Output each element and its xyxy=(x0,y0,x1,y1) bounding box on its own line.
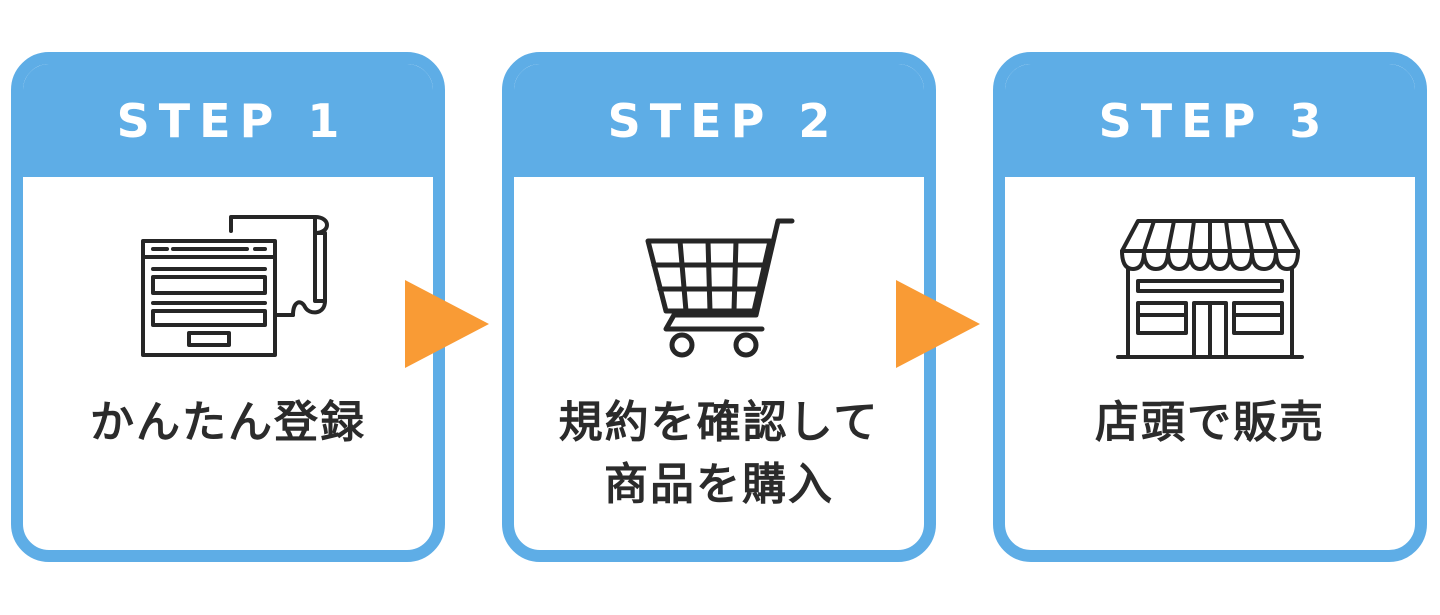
arrow-right-icon xyxy=(896,280,980,368)
step-label-line: かんたん登録 xyxy=(90,397,366,448)
step-label: 店頭で販売 xyxy=(1005,392,1415,454)
step-label: かんたん登録 xyxy=(23,392,433,454)
step-label-line: 規約を確認して xyxy=(558,397,880,448)
arrow-right-icon xyxy=(405,280,489,368)
step-heading: STEP 3 xyxy=(1005,64,1415,177)
step-heading: STEP 2 xyxy=(514,64,924,177)
step-card-1: STEP 1 かんたん登録 xyxy=(11,52,445,562)
step-label: 規約を確認して 商品を購入 xyxy=(514,392,924,516)
step-card-2: STEP 2 規約を確認して 商品を購入 xyxy=(502,52,936,562)
step-heading: STEP 1 xyxy=(23,64,433,177)
shopping-cart-icon xyxy=(514,211,924,371)
step-label-line: 商品を購入 xyxy=(604,459,834,510)
step-card-3: STEP 3 xyxy=(993,52,1427,562)
registration-form-icon xyxy=(23,211,433,371)
step-label-line: 店頭で販売 xyxy=(1095,397,1325,448)
storefront-icon xyxy=(1005,211,1415,371)
